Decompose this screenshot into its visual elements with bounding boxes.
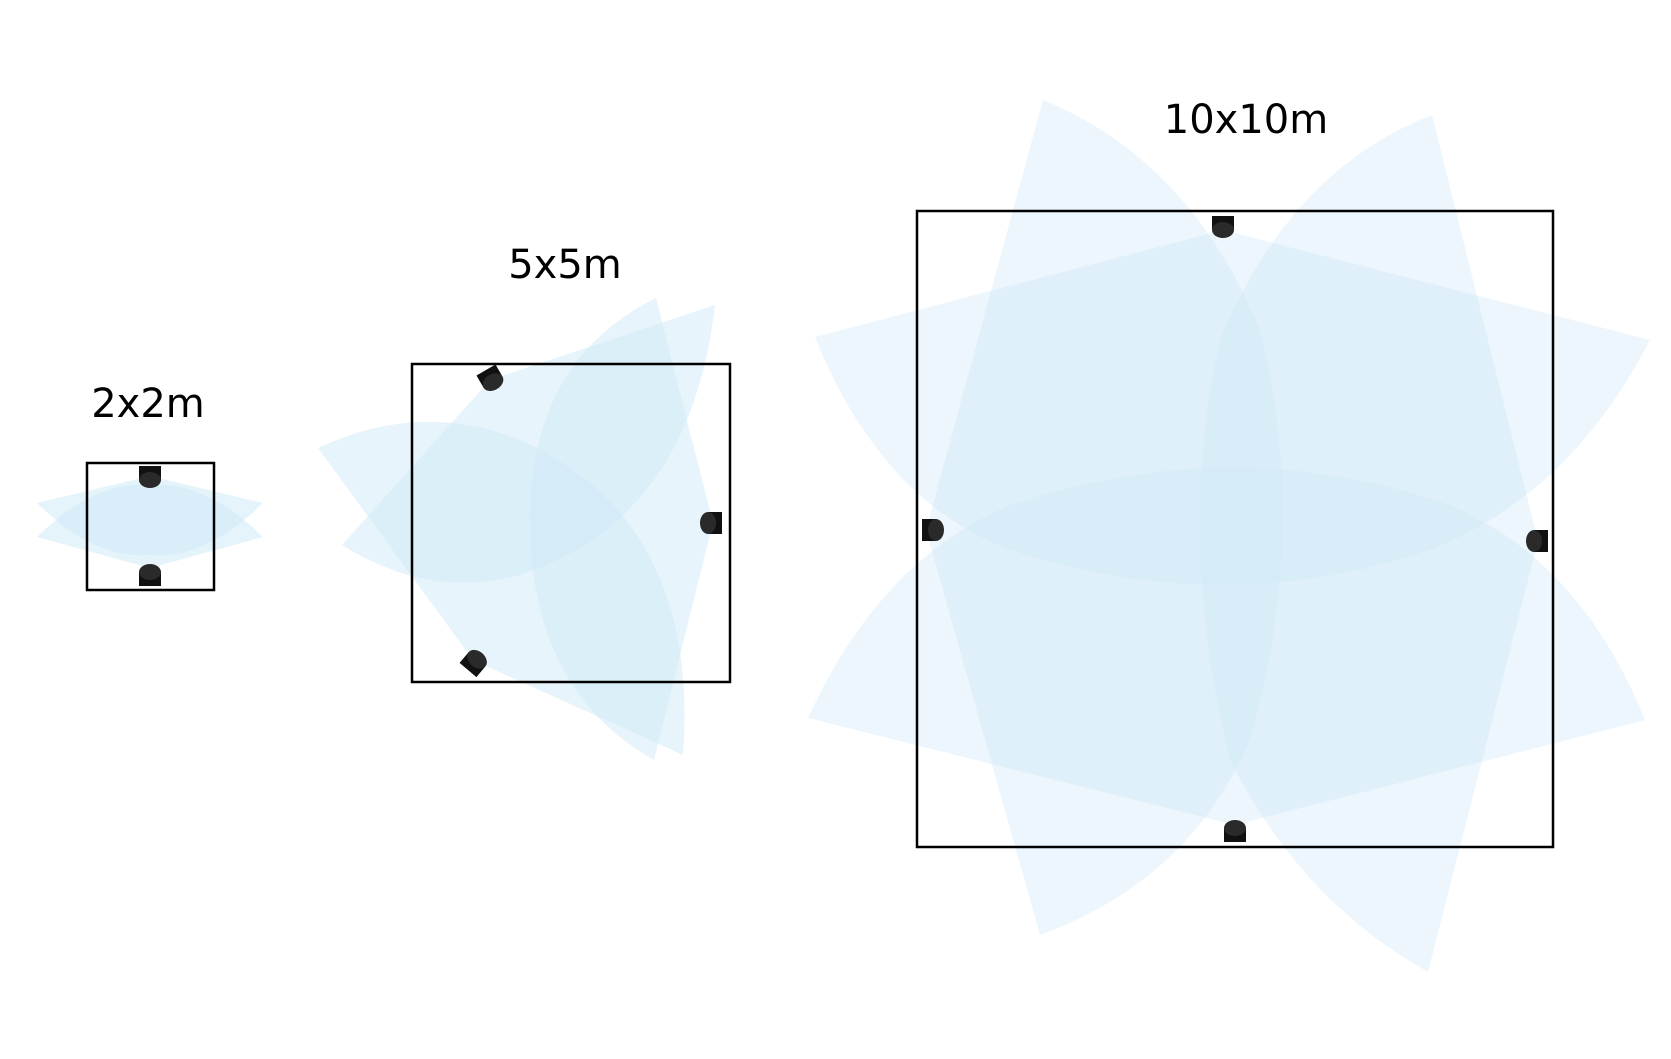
coverage-beam [926, 100, 1283, 935]
sensor-icon [1526, 530, 1548, 552]
sensor-icon [1224, 820, 1246, 842]
sensor-icon [139, 564, 161, 586]
sensor-icon [700, 512, 722, 534]
room-2x2-label: 2x2m [91, 381, 205, 427]
sensor-icon [476, 364, 504, 391]
sensor-icon [459, 649, 487, 678]
sensor-icon [922, 519, 944, 541]
room-10x10-label: 10x10m [1164, 97, 1328, 143]
sensor-icon [139, 466, 161, 488]
room-10x10-outline [915, 209, 1555, 849]
room-5x5-outline [410, 362, 732, 684]
room-5x5-label: 5x5m [508, 242, 622, 288]
coverage-beam [37, 484, 263, 568]
coverage-beam [808, 467, 1645, 825]
room-10x10-group: 10x10m [808, 97, 1650, 972]
sensor-icon [1212, 216, 1234, 238]
coverage-beam [530, 298, 713, 760]
coverage-beam [815, 230, 1650, 585]
room-5x5-group: 5x5m [318, 242, 732, 760]
room-2x2-group: 2x2m [37, 381, 263, 592]
room-2x2-outline [85, 461, 216, 592]
coverage-beam [1199, 115, 1538, 972]
